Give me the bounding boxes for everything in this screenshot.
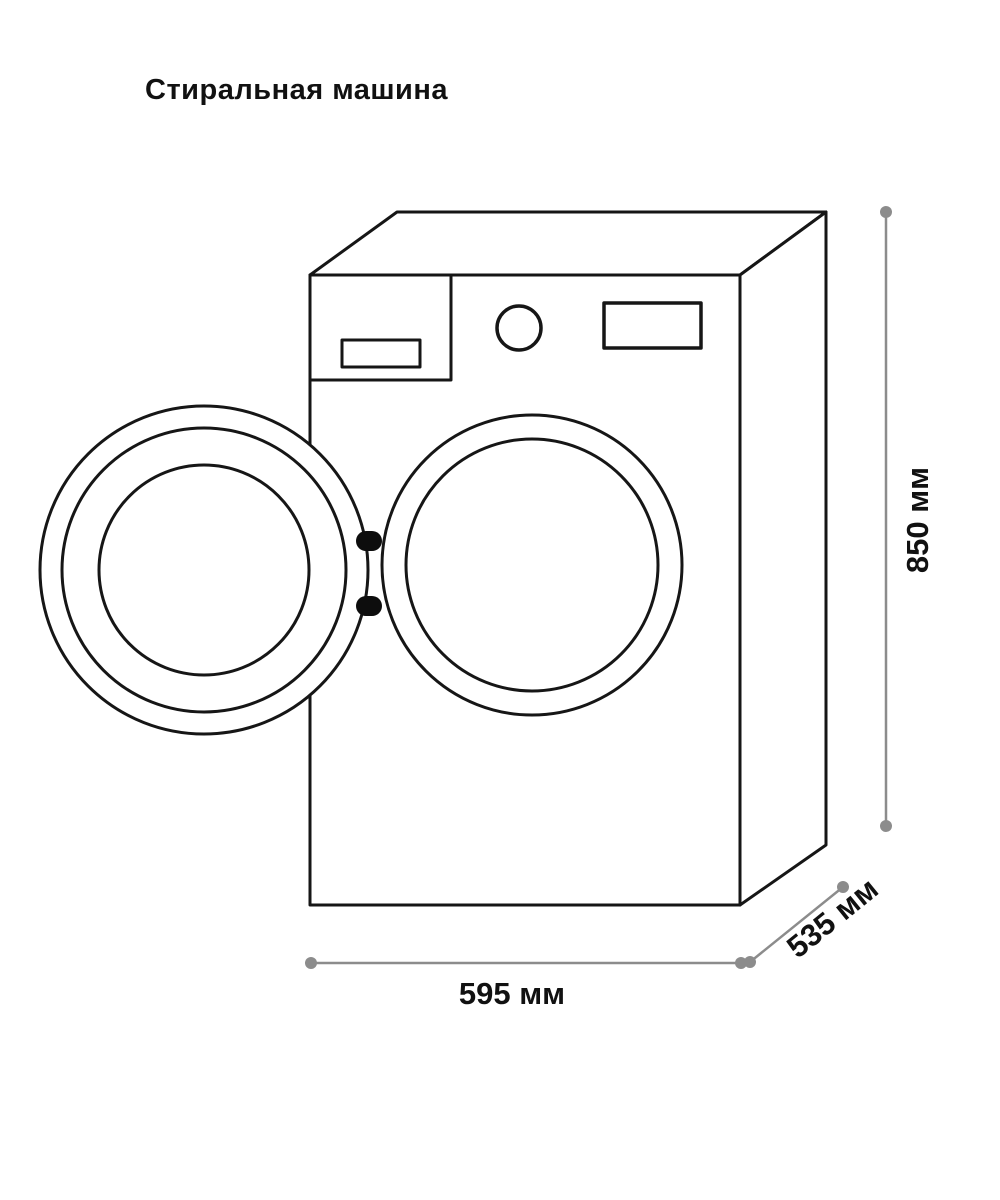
machine-side-face [738,210,828,907]
height-dimension-end-dot-bottom [880,820,892,832]
open-door [38,404,370,736]
machine-top-face [308,210,828,277]
door-glass [97,463,311,677]
height-dimension-label: 850 мм [900,467,935,573]
width-dimension-label: 595 мм [459,976,565,1011]
control-knob [495,304,543,352]
height-dimension-end-dot-top [880,206,892,218]
drum-opening-inner [404,437,660,693]
depth-dimension-label: 535 мм [780,871,885,965]
depth-dimension-end-dot-right [837,881,849,893]
page-title: Стиральная машина [145,74,448,106]
washing-machine-drawing [38,210,828,907]
door-hinge-top [356,531,382,551]
width-dimension-end-dot-right [735,957,747,969]
width-dimension-end-dot-left [305,957,317,969]
height-dimension: 850 мм [880,206,935,832]
door-hinge-bottom [356,596,382,616]
display-panel [602,301,703,350]
width-dimension: 595 мм [305,957,747,1011]
depth-dimension-end-dot-left [744,956,756,968]
drum-opening-outer [380,413,684,717]
depth-dimension-line [748,885,845,964]
detergent-drawer-handle [340,338,422,369]
